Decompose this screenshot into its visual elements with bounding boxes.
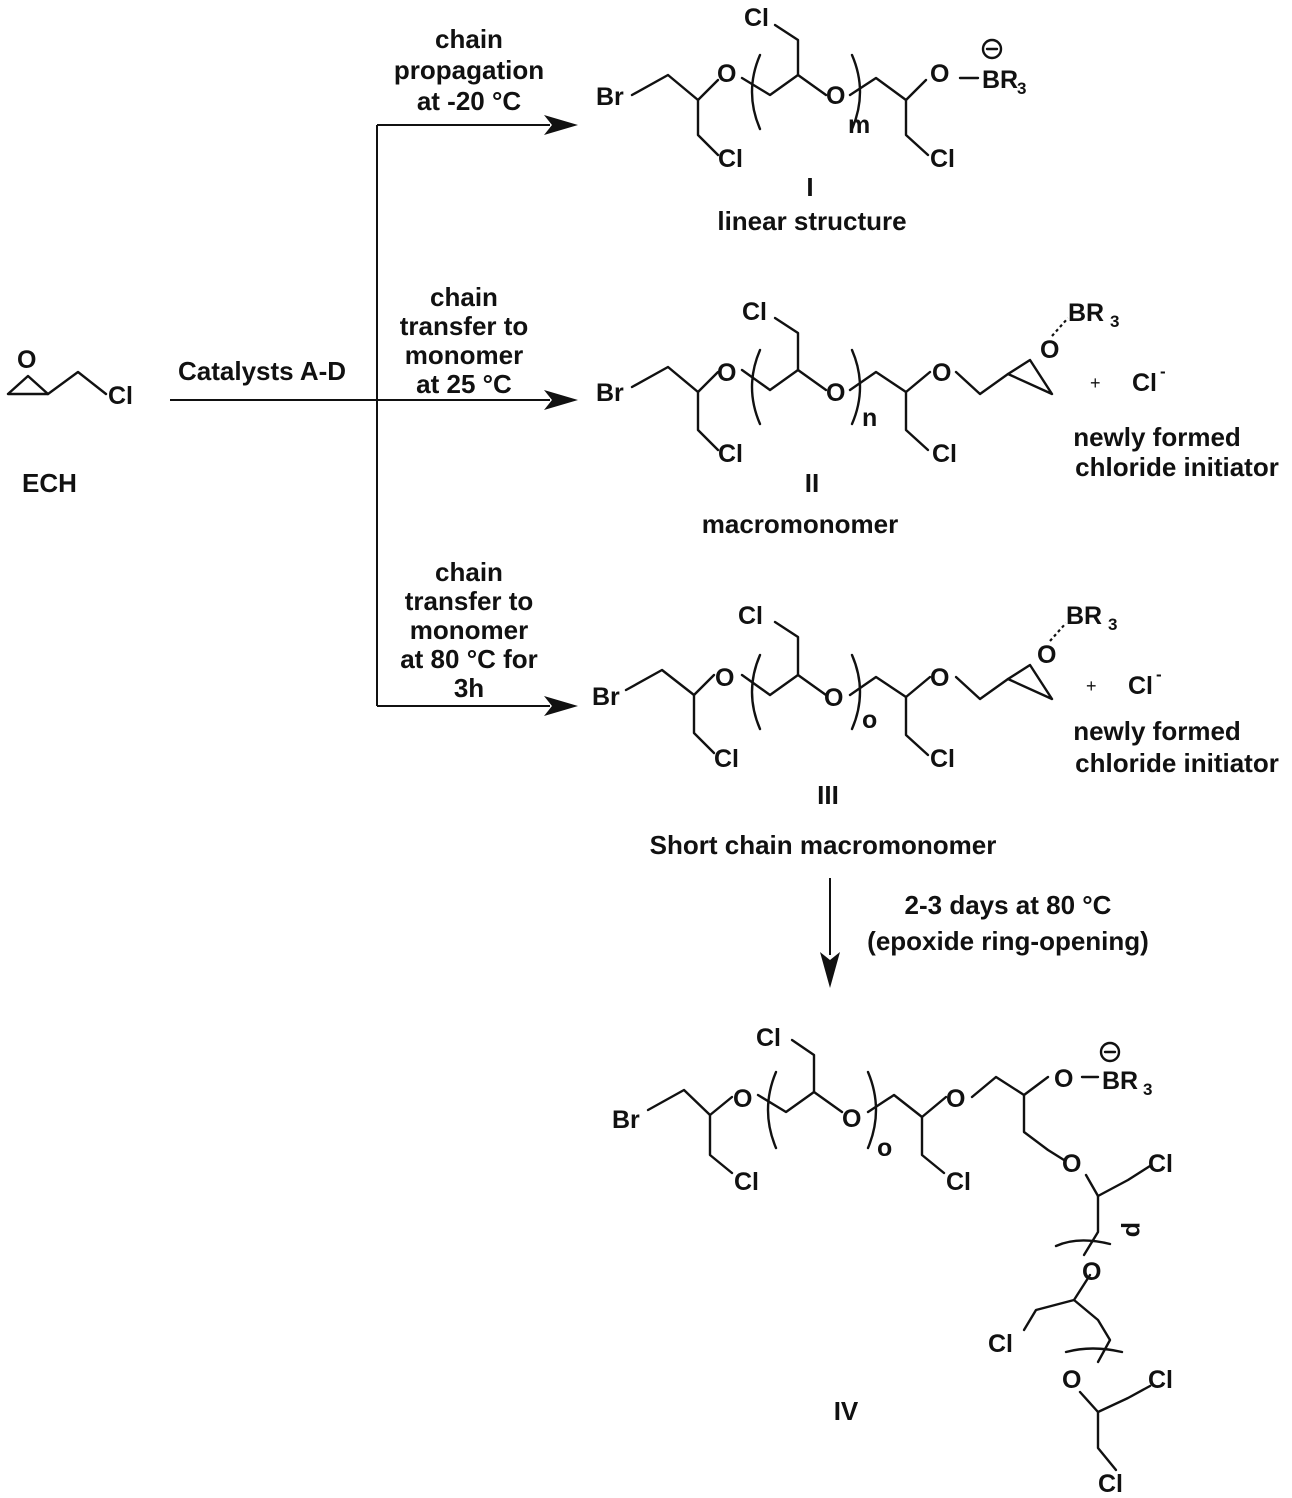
cond-1-line-1: chain [435,24,503,54]
p2-oxygen-3: O [932,359,951,387]
cond-2-line-3: monomer [405,340,523,370]
cond-1-line-2: propagation [394,55,544,85]
p1-id: I [806,172,813,202]
p4-boron: BR [1102,1067,1138,1095]
cond-3-line-4: at 80 °C for [400,644,538,674]
condition-transfer-80: chain transfer to monomer at 80 °C for 3… [400,557,538,703]
condition-ring-opening: 2-3 days at 80 °C (epoxide ring-opening) [867,890,1149,956]
product-I-structure: Br O O O Cl Cl Cl m B R 3 I linear struc… [596,4,1026,236]
p3-subscript: 3 [1108,615,1117,634]
p2-oxygen-1: O [717,359,736,387]
p2-subscript: 3 [1110,312,1119,331]
p2-repeat-n: n [862,404,877,432]
p4-oxygen-4: O [1054,1065,1073,1093]
p4-oxygen-6: O [1082,1258,1101,1286]
cond-3-line-5: 3h [454,673,484,703]
p4-chlorine-5: Cl [1148,1366,1173,1394]
p4-oxygen-1: O [733,1085,752,1113]
p2-name: macromonomer [702,509,899,539]
p4-oxygen-7: O [1062,1366,1081,1394]
p3-id: III [817,780,839,810]
p3-bromine: Br [592,683,620,711]
product-IV-structure: Br O O O O O O O Cl Cl Cl Cl Cl Cl Cl o … [612,1024,1173,1498]
p3-plus: + [1086,676,1097,696]
cond-3-line-3: monomer [410,615,528,645]
p4-chlorine-4: Cl [988,1330,1013,1358]
cond-2-line-4: at 25 °C [416,369,512,399]
product-III-structure: Br O O O O Cl Cl Cl o BR 3 + Cl - newly … [592,602,1279,860]
p4-chlorine-2: Cl [946,1168,971,1196]
p3-oxygen-3: O [930,664,949,692]
p4-chlorine-6: Cl [1098,1470,1123,1498]
p4-chlorine-top: Cl [756,1024,781,1052]
cond-4-line-2: (epoxide ring-opening) [867,926,1149,956]
ech-label: ECH [22,468,77,498]
p2-chloride-charge: - [1160,362,1166,381]
p2-note-line-2: chloride initiator [1075,452,1279,482]
p3-note-line-2: chloride initiator [1075,748,1279,778]
condition-propagation: chain propagation at -20 °C [394,24,544,116]
p2-plus: + [1090,373,1101,393]
p2-note-line-1: newly formed [1073,422,1241,452]
product-II-structure: Br O O O O Cl Cl Cl n BR 3 + Cl - newly … [596,298,1279,539]
p4-oxygen-2: O [842,1105,861,1133]
p1-bromine: Br [596,83,624,111]
p3-note-line-1: newly formed [1073,716,1241,746]
reaction-arrows [170,115,840,988]
p3-chloride: Cl [1128,672,1153,700]
p2-id: II [805,468,819,498]
p4-oxygen-5: O [1062,1150,1081,1178]
p3-boron: BR [1066,602,1102,630]
p1-boron: B [982,66,1000,94]
p1-oxygen-3: O [930,60,949,88]
p2-oxygen-2: O [826,379,845,407]
p2-boron: BR [1068,299,1104,327]
cond-2-line-1: chain [430,282,498,312]
p2-bromine: Br [596,379,624,407]
epichlorohydrin-structure: O Cl ECH [6,346,133,498]
p4-bromine: Br [612,1106,640,1134]
p3-epoxide-oxygen: O [1037,641,1056,669]
p3-repeat-o: o [862,706,877,734]
p3-chlorine-left: Cl [714,745,739,773]
p2-epoxide-oxygen: O [1040,336,1059,364]
p3-oxygen-1: O [715,664,734,692]
p3-chloride-charge: - [1156,665,1162,684]
catalysts-label: Catalysts A-D [178,356,346,386]
p4-repeat-p: p [1120,1222,1148,1237]
p3-chlorine-top: Cl [738,602,763,630]
p4-chlorine-3: Cl [1148,1150,1173,1178]
cond-2-line-2: transfer to [400,311,529,341]
ech-oxygen: O [17,346,36,374]
p2-chlorine-top: Cl [742,298,767,326]
p3-chlorine-right: Cl [930,745,955,773]
p4-id: IV [834,1396,859,1426]
condition-transfer-25: chain transfer to monomer at 25 °C [400,282,529,399]
p3-name: Short chain macromonomer [650,830,997,860]
p1-oxygen-2: O [826,82,845,110]
p4-chlorine-1: Cl [734,1168,759,1196]
p1-repeat-m: m [848,111,870,139]
p4-subscript: 3 [1143,1080,1152,1099]
p2-chlorine-left: Cl [718,440,743,468]
p1-chlorine-right: Cl [930,145,955,173]
cond-3-line-1: chain [435,557,503,587]
p1-oxygen-1: O [717,60,736,88]
p1-name: linear structure [717,206,906,236]
p4-oxygen-3: O [946,1085,965,1113]
p4-repeat-o: o [877,1134,892,1162]
cond-4-line-1: 2-3 days at 80 °C [905,890,1112,920]
p3-oxygen-2: O [824,684,843,712]
cond-1-line-3: at -20 °C [417,86,522,116]
p1-subscript: 3 [1017,79,1026,98]
p2-chlorine-right: Cl [932,440,957,468]
p2-chloride: Cl [1132,369,1157,397]
p1-r-group: R [1000,66,1018,94]
p1-chlorine-top: Cl [744,4,769,32]
cond-3-line-2: transfer to [405,586,534,616]
p1-chlorine-left: Cl [718,145,743,173]
ech-chlorine: Cl [108,382,133,410]
